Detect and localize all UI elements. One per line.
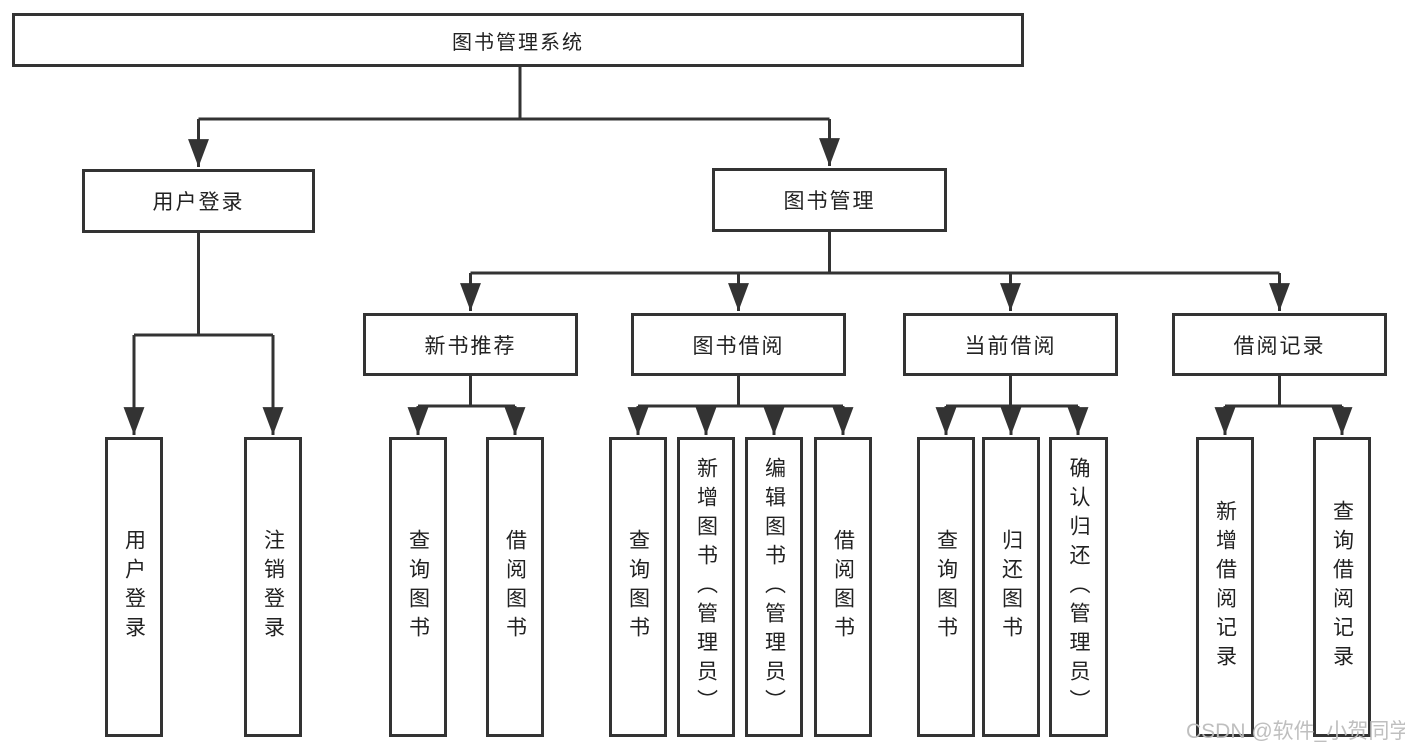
leaf-recommend-query-books: 查询图书: [389, 437, 447, 737]
leaf-borrow-borrow-books: 借阅图书: [814, 437, 872, 737]
leaf-logout: 注销登录: [244, 437, 302, 737]
node-book-management-branch: 图书管理: [712, 168, 947, 232]
leaf-label: 归还图书: [999, 529, 1023, 645]
node-user-login-branch: 用户登录: [82, 169, 315, 233]
leaf-borrow-add-books-admin: 新增图书（管理员）: [677, 437, 735, 737]
leaf-label: 新增借阅记录: [1213, 500, 1237, 674]
node-label: 图书借阅: [692, 334, 785, 358]
node-label: 图书管理: [783, 190, 876, 213]
leaf-records-add-record: 新增借阅记录: [1196, 437, 1254, 737]
leaf-label: 注销登录: [261, 529, 285, 645]
leaf-records-query-record: 查询借阅记录: [1313, 437, 1371, 737]
leaf-label: 借阅图书: [503, 529, 527, 645]
leaf-current-confirm-return-admin: 确认归还（管理员）: [1049, 437, 1108, 737]
leaf-label: 确认归还（管理员）: [1067, 456, 1090, 718]
leaf-label: 编辑图书（管理员）: [762, 456, 786, 718]
leaf-label: 新增图书（管理员）: [694, 456, 718, 718]
node-label: 当前借阅: [964, 334, 1057, 358]
leaf-borrow-query-books: 查询图书: [609, 437, 667, 737]
node-label: 用户登录: [152, 191, 245, 214]
leaf-label: 查询图书: [406, 529, 430, 645]
leaf-user-login: 用户登录: [105, 437, 163, 737]
leaf-label: 查询图书: [934, 529, 958, 645]
node-root-label: 图书管理系统: [452, 31, 584, 54]
leaf-label: 借阅图书: [831, 529, 855, 645]
leaf-current-return-books: 归还图书: [982, 437, 1040, 737]
leaf-label: 查询借阅记录: [1330, 500, 1354, 674]
node-label: 新书推荐: [424, 334, 517, 358]
node-current-borrow: 当前借阅: [903, 313, 1118, 376]
node-new-book-recommend: 新书推荐: [363, 313, 578, 376]
leaf-label: 用户登录: [122, 529, 146, 645]
leaf-label: 查询图书: [626, 529, 650, 645]
node-borrow-records: 借阅记录: [1172, 313, 1387, 376]
connector-trunks: [134, 67, 1342, 408]
node-label: 借阅记录: [1233, 334, 1326, 358]
node-book-borrow: 图书借阅: [631, 313, 846, 376]
leaf-current-query-books: 查询图书: [917, 437, 975, 737]
node-root-system: 图书管理系统: [12, 13, 1024, 67]
leaf-recommend-borrow-books: 借阅图书: [486, 437, 544, 737]
leaf-borrow-edit-books-admin: 编辑图书（管理员）: [745, 437, 803, 737]
